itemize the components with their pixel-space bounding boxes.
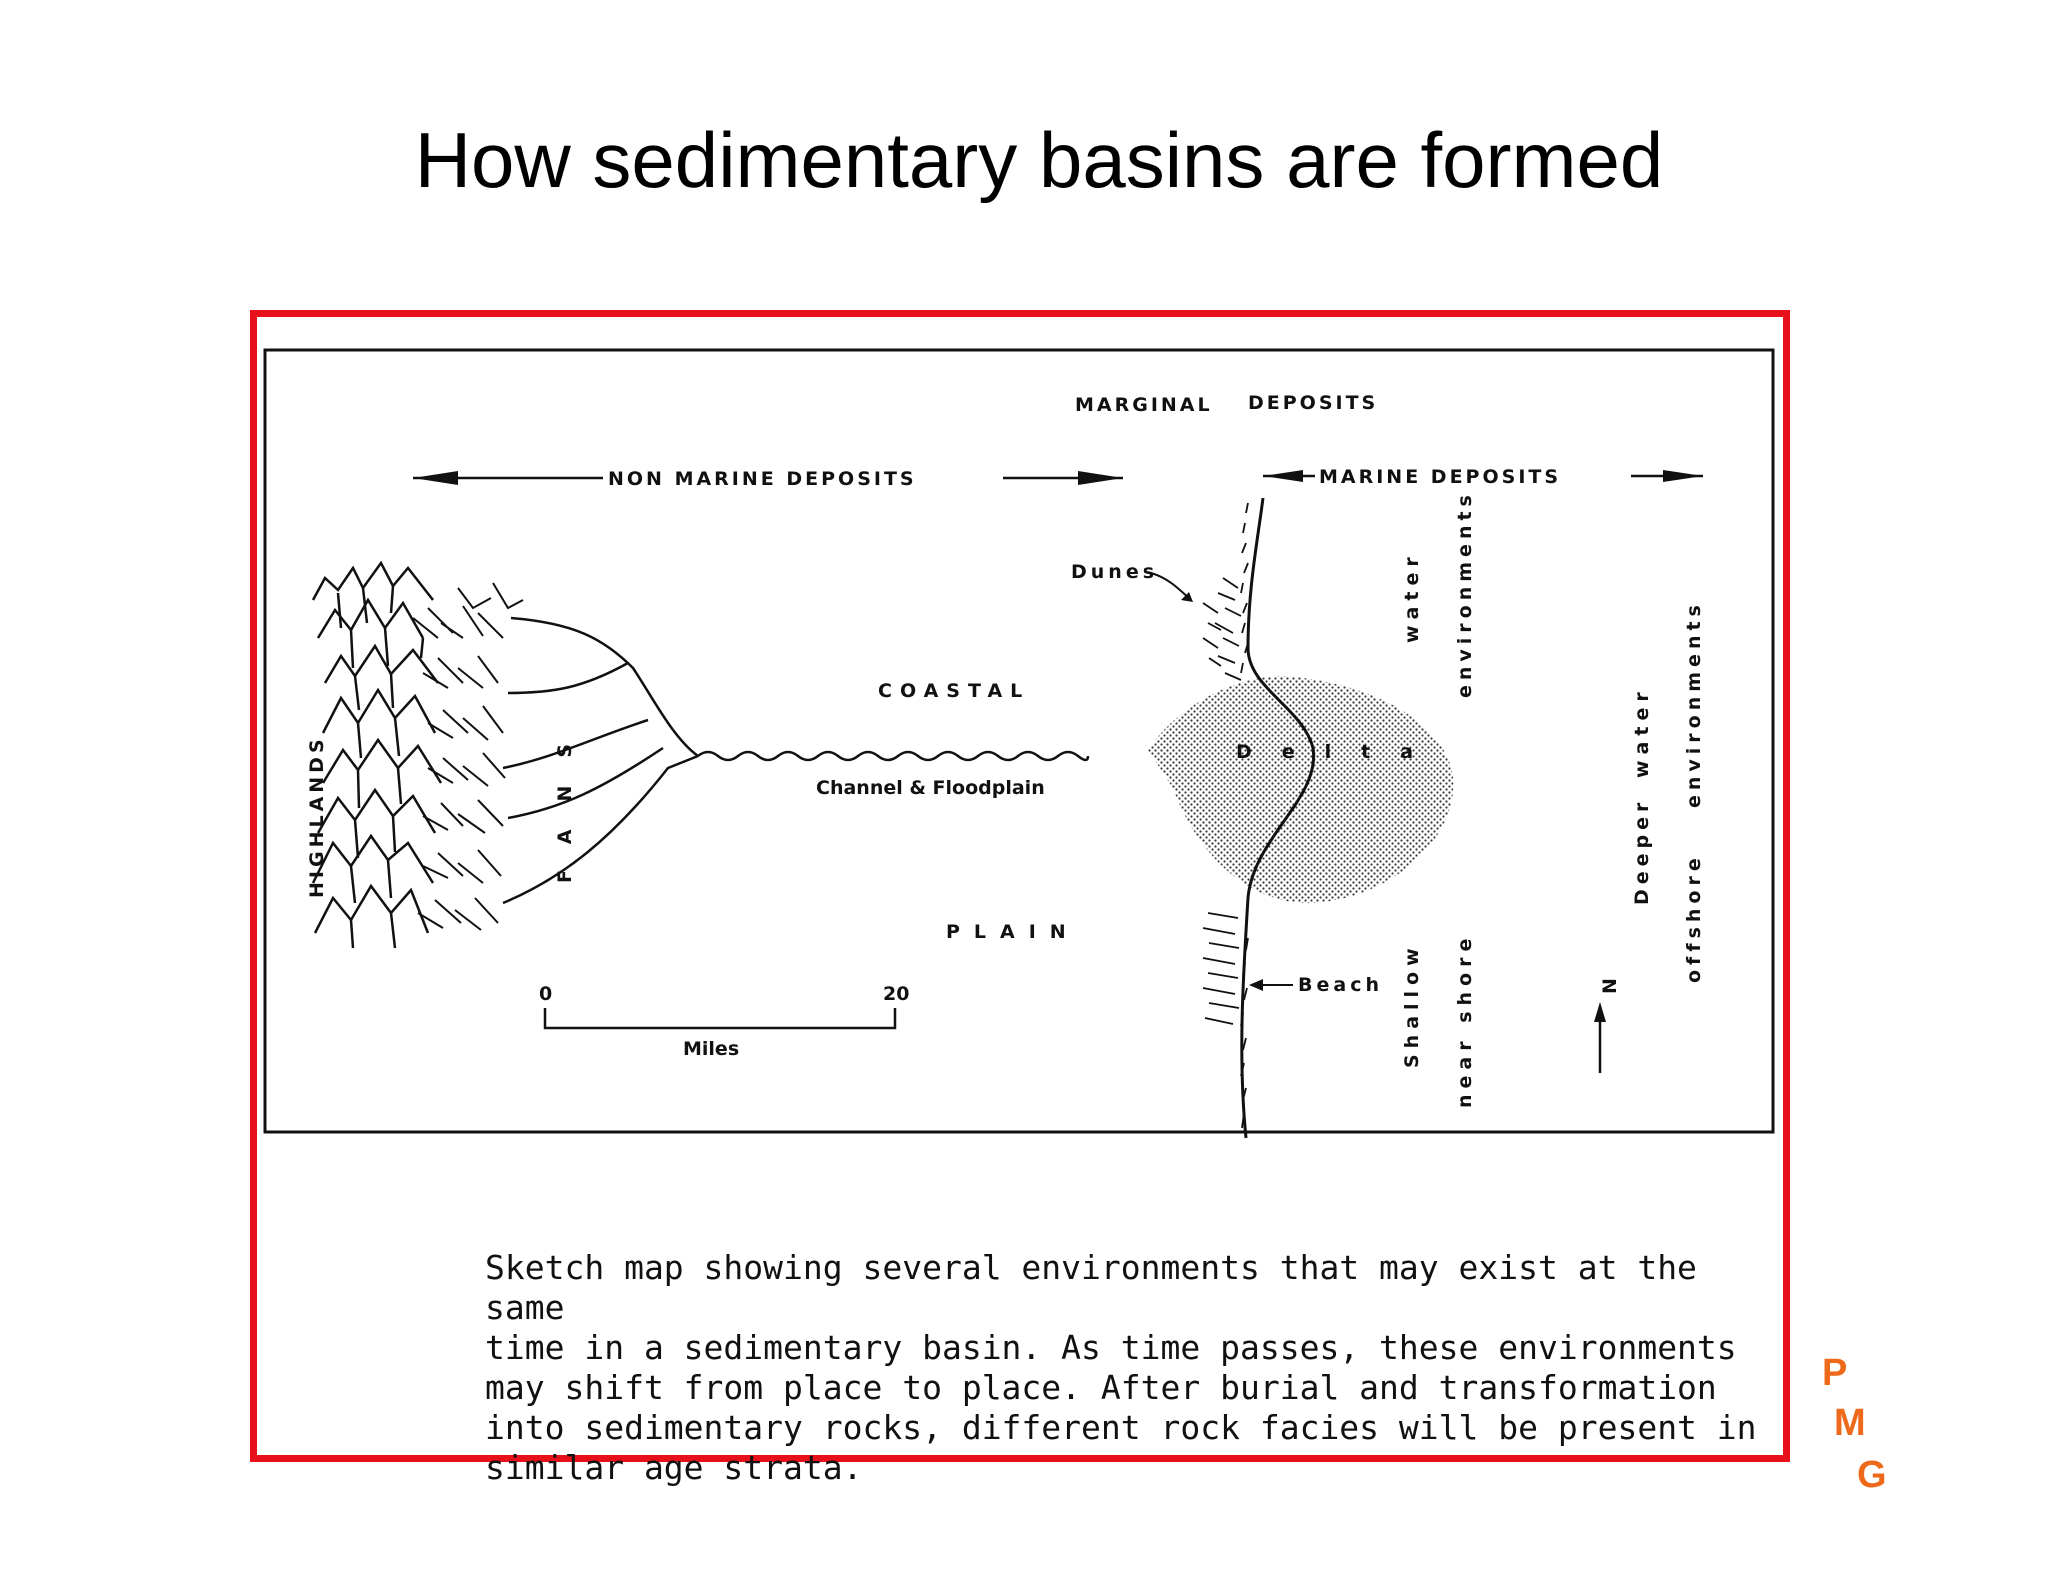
caption-line-4: into sedimentary rocks, different rock f… xyxy=(485,1408,1757,1447)
beach-hatching xyxy=(1202,912,1249,1129)
logo-letter-g: G xyxy=(1857,1454,1887,1496)
label-near-shore: near shore xyxy=(1454,933,1476,1108)
label-coastal: COASTAL xyxy=(878,680,1030,702)
label-beach: Beach xyxy=(1298,974,1383,996)
caption-line-3: may shift from place to place. After bur… xyxy=(485,1368,1717,1407)
north-label: N xyxy=(1599,978,1621,994)
label-plain: PLAIN xyxy=(946,921,1080,943)
caption-line-5: similar age strata. xyxy=(485,1448,863,1487)
channel-meander xyxy=(697,750,1090,762)
label-marginal-deposits: DEPOSITS xyxy=(1248,392,1378,414)
figure-caption: Sketch map showing several environments … xyxy=(485,1248,1775,1488)
coastline xyxy=(1240,497,1316,1139)
label-channel-floodplain: Channel & Floodplain xyxy=(816,777,1045,799)
scale-zero: 0 xyxy=(539,983,552,1005)
mountain-streams xyxy=(412,582,524,931)
logo-letter-p: P xyxy=(1822,1352,1848,1394)
label-delta: Delta xyxy=(1236,741,1443,763)
label-offshore: offshore xyxy=(1683,853,1705,983)
scale-twenty: 20 xyxy=(883,983,909,1005)
label-environments-shallow: environments xyxy=(1454,490,1476,698)
label-marine-deposits: MARINE DEPOSITS xyxy=(1319,466,1561,488)
sketch-map: MARGINAL DEPOSITS NON MARINE DEPOSITS MA… xyxy=(263,348,1775,1139)
label-highlands: HIGHLANDS xyxy=(306,735,328,898)
dune-hatching xyxy=(1202,502,1249,681)
scale-unit: Miles xyxy=(683,1038,739,1060)
label-environments-deeper: environments xyxy=(1683,600,1705,808)
alluvial-fans xyxy=(502,616,699,905)
label-fans: FANS xyxy=(554,716,576,883)
pmg-logo: P M G xyxy=(1822,1352,1922,1502)
label-dunes: Dunes xyxy=(1071,561,1158,583)
label-shallow: Shallow xyxy=(1401,942,1423,1068)
label-marginal: MARGINAL xyxy=(1075,394,1213,416)
map-border xyxy=(263,348,1775,1134)
label-deeper: Deeper xyxy=(1631,798,1653,905)
caption-line-2: time in a sedimentary basin. As time pas… xyxy=(485,1328,1737,1367)
page-title: How sedimentary basins are formed xyxy=(414,116,1664,204)
delta-area xyxy=(1148,676,1454,904)
scale-bar xyxy=(543,1008,897,1030)
label-water: water xyxy=(1401,551,1423,643)
highlands-mountains xyxy=(311,560,443,949)
logo-letter-m: M xyxy=(1834,1402,1866,1444)
label-deeper-water: water xyxy=(1631,686,1653,778)
label-non-marine-deposits: NON MARINE DEPOSITS xyxy=(608,468,917,490)
caption-line-1: Sketch map showing several environments … xyxy=(485,1248,1697,1327)
figure-frame xyxy=(250,310,1790,1462)
